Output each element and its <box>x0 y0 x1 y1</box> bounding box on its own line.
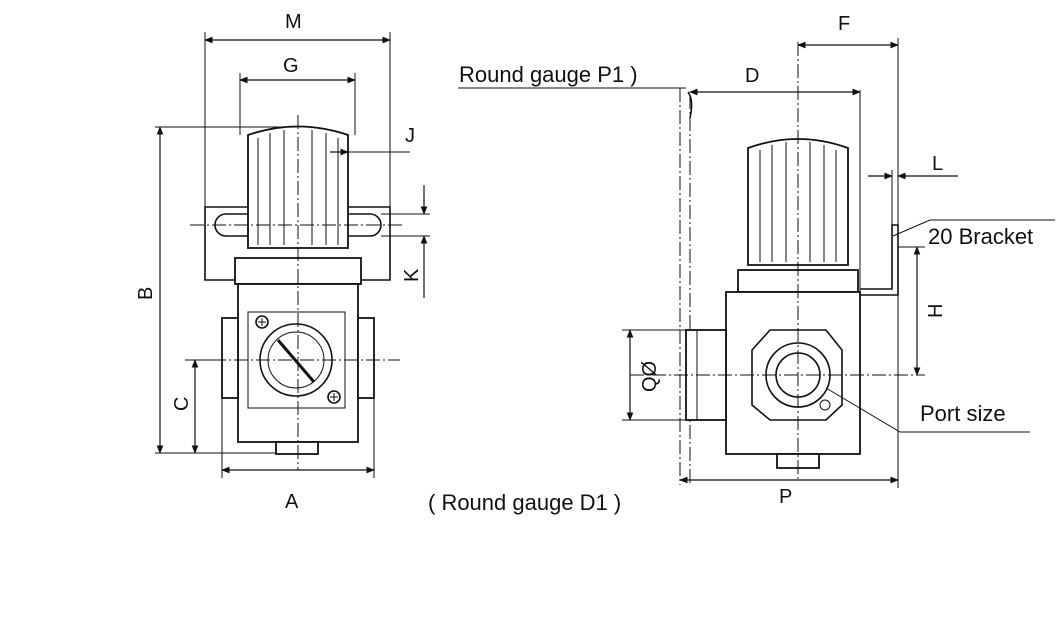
label-F: F <box>838 13 850 35</box>
label-G: G <box>283 55 299 77</box>
gauge-screw-br <box>327 390 341 404</box>
note-round-gauge-d1: ( Round gauge D1 ) <box>428 490 621 515</box>
label-Q: QØ <box>639 361 661 392</box>
gauge-screw-tl <box>255 315 269 329</box>
label-H: H <box>925 304 947 318</box>
port-right <box>357 317 375 399</box>
side-bracket <box>860 224 899 296</box>
port-boss <box>751 329 843 421</box>
label-K: K <box>401 268 423 282</box>
front-view-labels: M G J B K C A <box>135 11 423 513</box>
note-bracket: 20 Bracket <box>928 224 1033 249</box>
label-B: B <box>135 287 157 300</box>
front-view <box>155 32 430 478</box>
gauge-needle <box>276 339 316 383</box>
label-A: A <box>285 491 299 513</box>
side-view-labels: F D L H QØ P Round gauge P1 ) ( Round ga… <box>428 13 1033 515</box>
label-M: M <box>285 11 302 33</box>
knob-ribs <box>257 130 339 245</box>
side-body <box>725 291 861 455</box>
label-D: D <box>745 65 759 87</box>
round-gauge-profile <box>687 91 693 119</box>
label-J: J <box>405 125 415 147</box>
side-knob-ribs <box>759 142 837 262</box>
label-L: L <box>932 153 943 175</box>
side-view <box>458 38 1055 488</box>
bottom-drain <box>275 441 319 455</box>
port-left <box>221 317 239 399</box>
label-P: P <box>779 486 792 508</box>
note-port-size: Port size <box>920 401 1006 426</box>
label-C: C <box>171 397 193 411</box>
note-round-gauge-p1: Round gauge P1 ) <box>459 62 638 87</box>
